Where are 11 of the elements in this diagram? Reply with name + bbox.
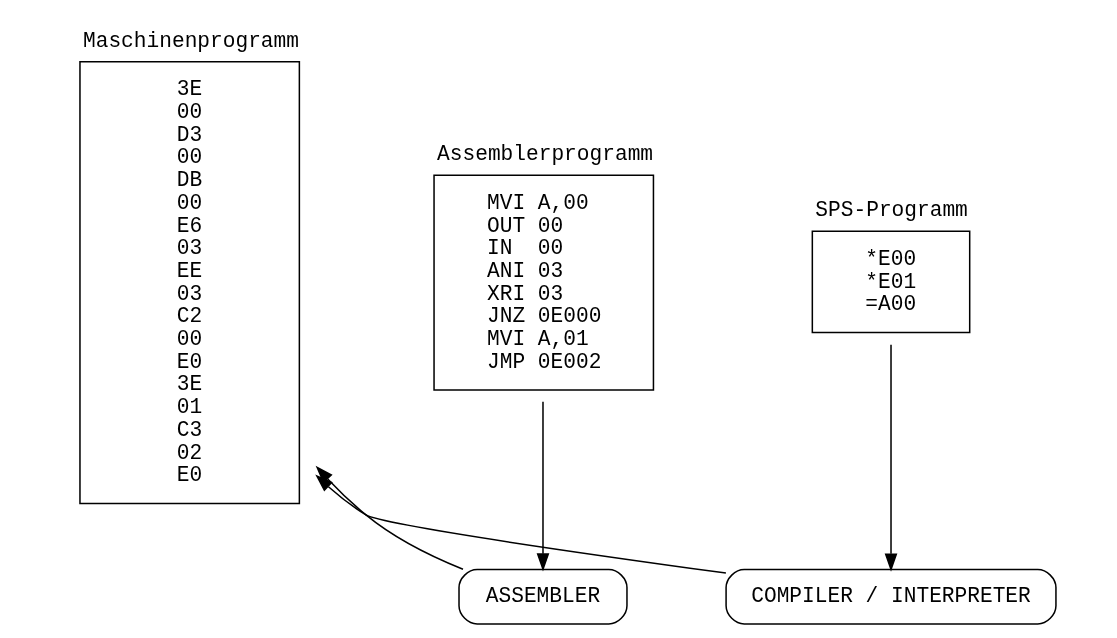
- arrow: [315, 474, 727, 574]
- arrow: [884, 344, 898, 572]
- arrow: [536, 401, 550, 572]
- node-box: ASSEMBLER: [458, 568, 628, 625]
- node-box: MVI A,00 OUT 00 IN 00 ANI 03 XRI 03 JNZ 0E000 MVI A,01 JMP 0E002: [433, 174, 655, 391]
- node-box: *E00 *E01 =A00: [811, 230, 971, 334]
- node-label: SPS-Programm: [815, 198, 968, 223]
- node-box: 3E 00 D3 00 DB 00 E6 03 EE 03 C2 00 E0 3E 01 C3 02 E0: [79, 61, 301, 505]
- node-label: Assemblerprogramm: [437, 142, 654, 167]
- node-label: Maschinenprogramm: [82, 28, 299, 53]
- node-box: COMPILER / INTERPRETER: [725, 568, 1057, 625]
